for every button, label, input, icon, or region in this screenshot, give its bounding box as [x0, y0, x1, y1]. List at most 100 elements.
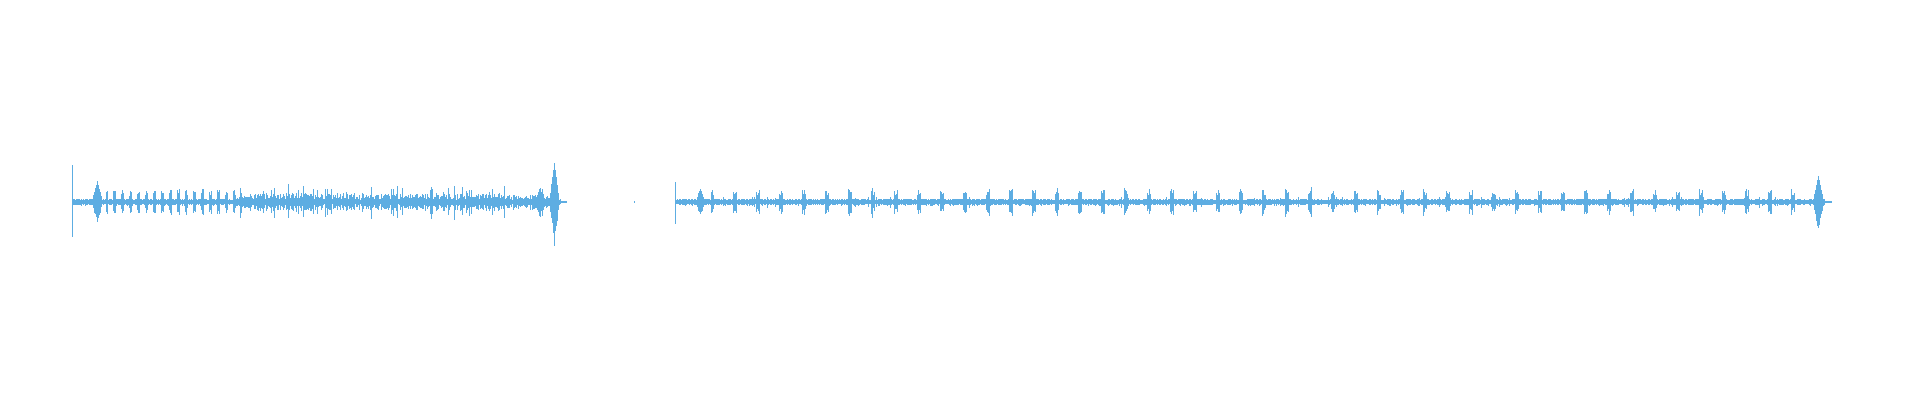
waveform-sample	[710, 200, 711, 205]
waveform-sample	[1402, 192, 1403, 212]
waveform-sample	[888, 199, 889, 205]
waveform-sample	[1736, 199, 1737, 205]
waveform-sample	[1187, 199, 1188, 204]
waveform-sample	[547, 196, 548, 207]
waveform-sample	[1255, 200, 1256, 204]
waveform-sample	[983, 199, 984, 205]
waveform-sample	[117, 199, 118, 204]
waveform-sample	[1691, 199, 1692, 205]
waveform-sample	[259, 196, 260, 208]
waveform-sample	[1804, 199, 1805, 205]
waveform-sample	[814, 200, 815, 204]
waveform-sample	[1201, 198, 1202, 207]
waveform-sample	[1748, 190, 1749, 212]
waveform-clip-2[interactable]	[675, 176, 1832, 228]
waveform-sample	[1527, 200, 1528, 205]
waveform-sample	[1304, 199, 1305, 205]
waveform-sample	[1001, 199, 1002, 205]
waveform-sample	[1481, 197, 1482, 208]
waveform-sample	[353, 195, 354, 209]
waveform-sample	[1042, 200, 1043, 204]
waveform-sample	[1668, 200, 1669, 204]
waveform-sample	[1372, 199, 1373, 205]
waveform-sample	[144, 199, 145, 205]
waveform-sample	[955, 199, 956, 205]
waveform-sample	[1291, 200, 1292, 205]
waveform-sample	[1181, 199, 1182, 204]
waveform-sample	[1435, 199, 1436, 205]
waveform-sample	[1766, 200, 1767, 204]
waveform-sample	[1237, 200, 1238, 204]
waveform-sample	[1606, 199, 1607, 205]
waveform-sample	[1788, 199, 1789, 205]
waveform-sample	[1359, 199, 1360, 205]
waveform-sample	[1585, 191, 1586, 212]
waveform-sample	[1208, 200, 1209, 205]
waveform-sample	[925, 199, 926, 205]
waveform-sample	[510, 199, 511, 205]
waveform-sample	[1327, 200, 1328, 204]
waveform-sample	[256, 198, 257, 206]
waveform-sample	[283, 194, 284, 210]
waveform-sample	[1093, 199, 1094, 205]
waveform-sample	[1761, 200, 1762, 204]
waveform-sample	[513, 195, 514, 210]
waveform-sample	[100, 192, 101, 213]
waveform-sample	[1536, 199, 1537, 205]
waveform-sample	[1288, 192, 1289, 212]
waveform-sample	[228, 200, 229, 204]
waveform-sample	[876, 197, 877, 207]
waveform-sample	[1052, 200, 1053, 204]
waveform-sample	[1091, 199, 1092, 205]
waveform-sample	[784, 199, 785, 205]
waveform-sample	[485, 195, 486, 208]
waveform-sample	[522, 198, 523, 206]
waveform-sample	[524, 198, 525, 206]
waveform-sample	[810, 199, 811, 205]
waveform-sample	[964, 193, 965, 212]
waveform-sample	[344, 198, 345, 206]
waveform-sample	[839, 199, 840, 204]
waveform-sample	[250, 194, 251, 211]
waveform-sample	[1188, 200, 1189, 204]
waveform-sample	[760, 199, 761, 204]
waveform-sample	[843, 200, 844, 204]
waveform-sample	[386, 195, 387, 209]
waveform-sample	[1127, 194, 1128, 209]
waveform-sample	[728, 199, 729, 205]
waveform-sample	[1114, 200, 1115, 205]
waveform-sample	[1049, 199, 1050, 205]
waveform-sample	[913, 200, 914, 205]
waveform-sample	[1518, 194, 1519, 209]
waveform-sample	[1418, 199, 1419, 206]
waveform-sample	[791, 200, 792, 204]
waveform-sample	[926, 199, 927, 206]
waveform-sample	[1794, 193, 1795, 212]
waveform-sample	[230, 200, 231, 204]
waveform-sample	[1100, 199, 1101, 206]
waveform-sample	[1082, 199, 1083, 204]
waveform-sample	[1671, 199, 1672, 205]
waveform-clip-1[interactable]	[72, 163, 567, 246]
waveform-sample	[1516, 193, 1517, 210]
waveform-sample	[393, 189, 394, 216]
waveform-sample	[1303, 199, 1304, 205]
waveform-sample	[448, 188, 449, 215]
waveform-sample	[808, 199, 809, 205]
waveform-sample	[688, 199, 689, 204]
waveform-sample	[803, 194, 804, 210]
waveform-sample	[84, 200, 85, 204]
waveform-sample	[271, 190, 272, 213]
waveform-sample	[1779, 199, 1780, 205]
waveform-sample	[825, 191, 826, 214]
waveform-sample	[1750, 200, 1751, 204]
waveform-sample	[712, 190, 713, 212]
waveform-sample	[811, 199, 812, 205]
waveform-sample	[147, 193, 148, 210]
waveform-sample	[77, 199, 78, 205]
waveform-sample	[1184, 199, 1185, 206]
waveform-sample	[1040, 199, 1041, 205]
waveform-sample	[1512, 199, 1513, 205]
waveform-sample	[559, 200, 560, 205]
